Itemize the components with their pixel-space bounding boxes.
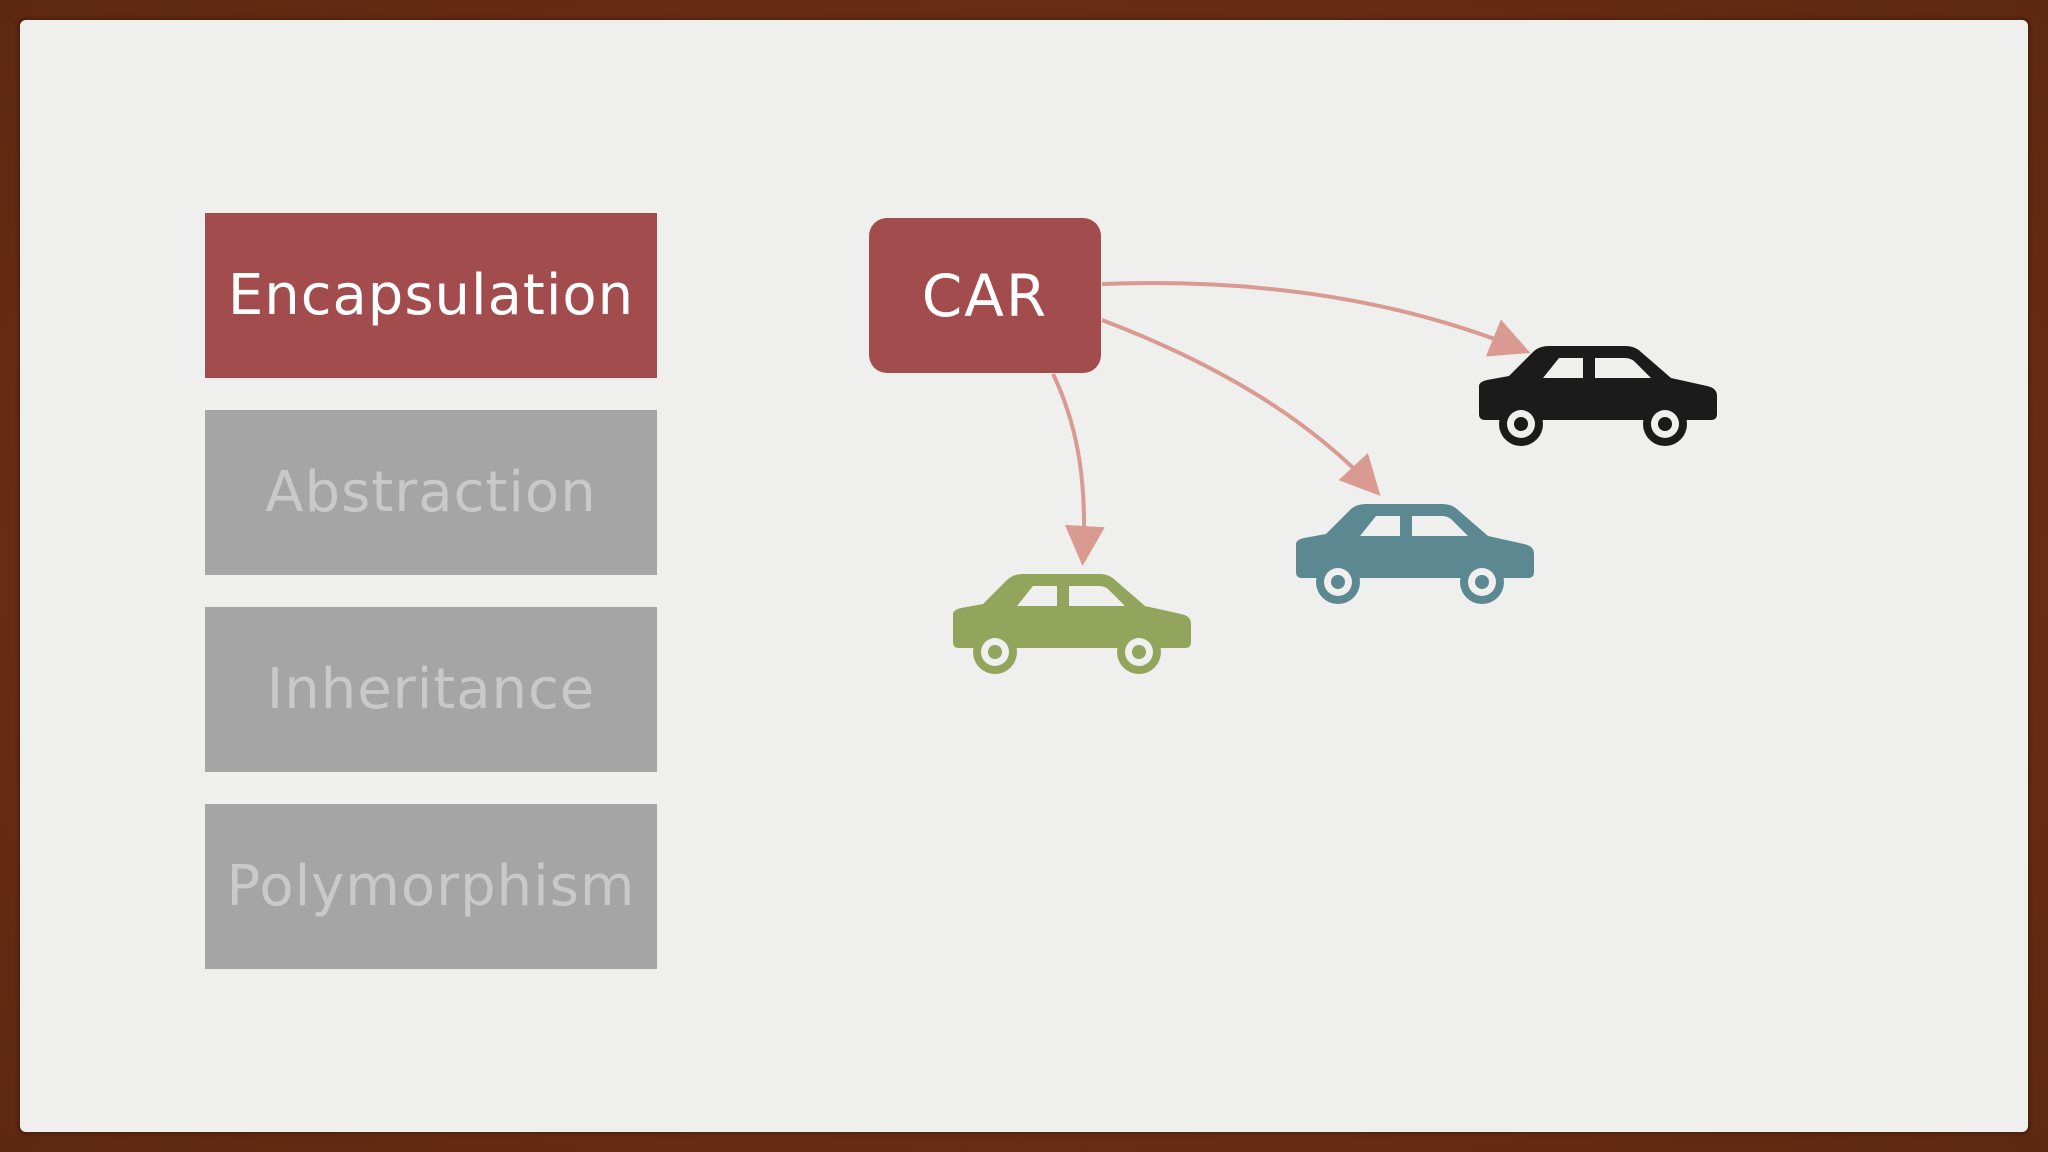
teal-car-icon	[1296, 504, 1534, 604]
concept-box-inheritance: Inheritance	[205, 607, 657, 772]
black-car-icon	[1479, 346, 1717, 446]
concept-box-abstraction: Abstraction	[205, 410, 657, 575]
car-class-node: CAR	[869, 218, 1101, 373]
arrow-to-black-car	[1101, 281, 1531, 357]
concept-box-encapsulation: Encapsulation	[205, 213, 657, 378]
green-car-icon	[953, 574, 1191, 674]
concept-label-polymorphism: Polymorphism	[226, 854, 636, 919]
diagram-svg	[953, 281, 1717, 674]
car-class-label: CAR	[921, 261, 1049, 330]
slide-canvas: Encapsulation Abstraction Inheritance Po…	[20, 20, 2028, 1132]
concept-box-polymorphism: Polymorphism	[205, 804, 657, 969]
concept-label-encapsulation: Encapsulation	[227, 263, 635, 328]
concept-label-inheritance: Inheritance	[266, 657, 596, 722]
concept-label-abstraction: Abstraction	[265, 460, 597, 525]
arrow-to-green-car	[1051, 373, 1105, 566]
arrow-to-teal-car	[1101, 318, 1381, 496]
